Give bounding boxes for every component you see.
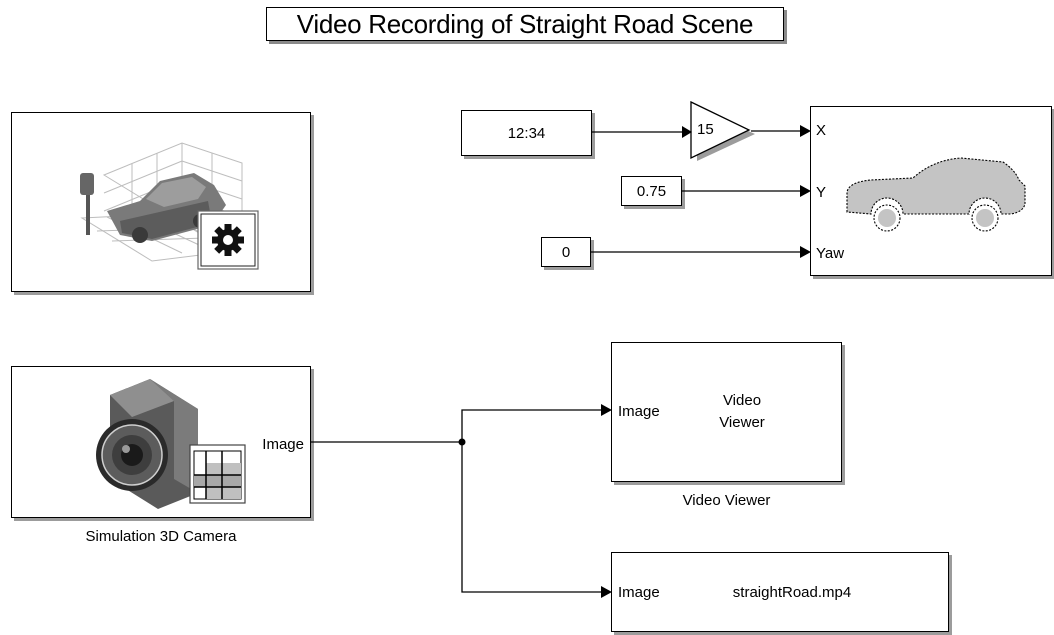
arrow-head [601, 586, 612, 598]
constant-x-block[interactable]: 12:34 [461, 110, 592, 156]
gain-value: 15 [697, 121, 714, 138]
constant-yaw-value: 0 [561, 243, 571, 261]
camera-port-image: Image [262, 436, 304, 453]
camera-icon [96, 379, 246, 509]
video-viewer-caption: Video Viewer [682, 492, 771, 509]
arrow-head [682, 126, 692, 138]
arrow-head [800, 246, 811, 258]
video-viewer-port-image: Image [618, 403, 660, 420]
arrow-head [601, 404, 612, 416]
vehicle-port-y: Y [816, 184, 827, 201]
constant-x-value: 12:34 [507, 124, 546, 142]
video-viewer-label-line2: Viewer [719, 414, 765, 431]
constant-y-block[interactable]: 0.75 [621, 176, 682, 206]
gear-icon [197, 210, 259, 270]
vehicle-port-x: X [816, 122, 827, 139]
simulation-3d-camera-block[interactable]: Image [11, 366, 311, 518]
file-writer-port-image: Image [618, 584, 660, 601]
arrow-head [800, 185, 811, 197]
signal-line-to-video-viewer [461, 409, 603, 442]
signal-line-to-file-writer [461, 442, 603, 593]
vehicle-port-yaw: Yaw [816, 245, 845, 262]
model-title-text: Video Recording of Straight Road Scene [296, 8, 754, 39]
constant-yaw-block[interactable]: 0 [541, 237, 591, 267]
file-writer-block[interactable]: Image straightRoad.mp4 [611, 552, 949, 632]
file-writer-filename: straightRoad.mp4 [732, 584, 852, 601]
branch-point [458, 438, 466, 446]
scene-configuration-icon [80, 142, 259, 270]
constant-y-value: 0.75 [636, 182, 667, 200]
arrow-head [800, 125, 811, 137]
sedan-car-icon [846, 157, 1026, 232]
video-viewer-label-line1: Video [722, 392, 762, 409]
vehicle-block[interactable]: X Y Yaw [810, 106, 1052, 276]
scene-configuration-block[interactable] [11, 112, 311, 292]
camera-caption: Simulation 3D Camera [85, 528, 237, 545]
gain-block[interactable]: 15 [689, 100, 755, 164]
video-viewer-block[interactable]: Image Video Viewer [611, 342, 842, 482]
model-title: Video Recording of Straight Road Scene [266, 7, 784, 41]
